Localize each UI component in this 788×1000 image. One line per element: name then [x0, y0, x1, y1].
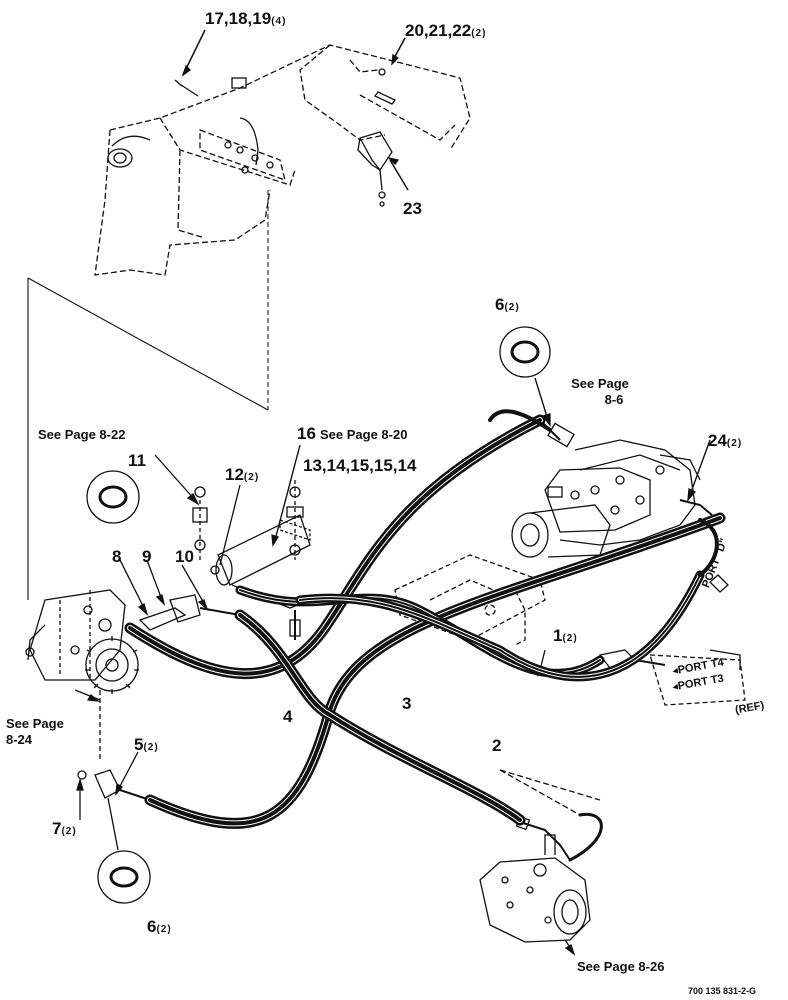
- drawing-code: 700 135 831-2-G: [688, 986, 757, 996]
- reference-page-8-26: See Page 8-26: [577, 959, 665, 974]
- hose-2: [234, 609, 603, 862]
- reference-page-8-6: See Page 8-6: [571, 376, 629, 407]
- frame-details: [107, 77, 274, 174]
- seal-ring-6-top: [499, 326, 551, 427]
- callout-10: 10: [175, 547, 194, 566]
- main-pump-assembly: [511, 419, 713, 558]
- callout-11: 11: [128, 451, 146, 470]
- callout-7: 7(2): [52, 819, 77, 838]
- seal-ring-11: [86, 470, 140, 524]
- hose-1b: [295, 570, 705, 682]
- callout-24: 24(2): [708, 431, 743, 450]
- seal-ring-6-bottom: [97, 850, 151, 904]
- reference-page-8-24: See Page 8-24: [6, 716, 64, 747]
- left-valve-block: [25, 559, 241, 760]
- callout-6-bottom: 6(2): [147, 917, 172, 936]
- frame-structure: [94, 44, 471, 276]
- hose-4: [124, 414, 546, 680]
- callout-9: 9: [142, 547, 152, 566]
- callout-2: 2: [492, 736, 502, 755]
- bracket-23: [357, 131, 409, 207]
- callout-4: 4: [283, 707, 293, 726]
- callout-17-18-19: 17,18,19(4): [205, 9, 287, 28]
- callout-1: 1(2): [553, 626, 578, 645]
- bolt-17-18-19: [174, 29, 206, 97]
- callout-16: 16: [297, 424, 316, 443]
- reference-page-8-22: See Page 8-22: [38, 427, 126, 442]
- callout-5: 5(2): [134, 735, 159, 754]
- elbow-fitting-5: [76, 751, 151, 851]
- callout-23: 23: [403, 199, 422, 218]
- valve-16: [154, 444, 311, 640]
- view-connector-line: [27, 277, 269, 411]
- callout-3: 3: [402, 694, 412, 713]
- reference-page-8-20: See Page 8-20: [320, 427, 408, 442]
- callout-6-top: 6(2): [495, 295, 520, 314]
- hose-3: [144, 512, 726, 829]
- pin-20-21-22: [374, 37, 406, 105]
- sprocket: [85, 636, 139, 694]
- callout-20-21-22: 20,21,22(2): [405, 21, 487, 40]
- hose-top-right: [488, 409, 719, 577]
- callout-12: 12(2): [225, 465, 260, 484]
- callout-8: 8: [112, 547, 122, 566]
- lower-pump: [479, 769, 601, 956]
- callout-13-15: 13,14,15,15,14: [303, 456, 417, 475]
